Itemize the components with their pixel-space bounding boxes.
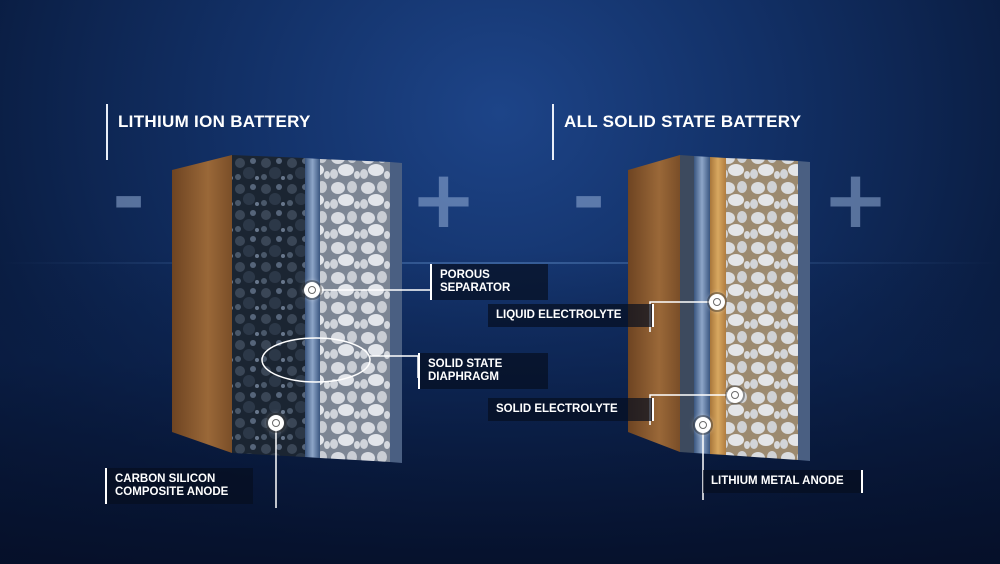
solid-electrolyte-label: SOLID ELECTROLYTE — [488, 398, 654, 421]
lithium-anode-marker — [695, 417, 711, 433]
diaphragm-highlight-ellipse — [261, 337, 371, 383]
left-casing-side — [172, 155, 232, 453]
minus-sign-left: - — [112, 151, 146, 244]
solid-state-battery-title: ALL SOLID STATE BATTERY — [552, 104, 801, 160]
horizon-line — [0, 262, 1000, 264]
left-anode-layer — [232, 155, 305, 457]
plus-sign-right: + — [822, 153, 890, 246]
porous-separator-marker — [304, 282, 320, 298]
left-separator-layer — [305, 158, 320, 458]
lithium-metal-anode-label: LITHIUM METAL ANODE — [703, 470, 863, 493]
lithium-ion-battery-title: LITHIUM ION BATTERY — [106, 104, 311, 160]
liquid-electrolyte-label: LIQUID ELECTROLYTE — [488, 304, 654, 327]
plus-sign-left: + — [410, 153, 478, 246]
solid-electrolyte-marker — [727, 387, 743, 403]
right-cathode-layer — [726, 158, 798, 460]
solid-state-diaphragm-label: SOLID STATE DIAPHRAGM — [418, 353, 548, 389]
right-electrolyte-layer — [694, 156, 710, 454]
right-current-collector — [798, 161, 810, 461]
minus-sign-right: - — [572, 151, 606, 244]
left-cathode-layer — [320, 159, 390, 462]
carbon-silicon-anode-label: CARBON SILICON COMPOSITE ANODE — [105, 468, 253, 504]
left-current-collector — [390, 162, 402, 463]
lithium-ion-battery-cell — [172, 155, 402, 463]
carbon-anode-marker — [268, 415, 284, 431]
porous-separator-label: POROUS SEPARATOR — [430, 264, 548, 300]
right-lithium-layer — [680, 155, 694, 453]
right-casing-side — [628, 155, 680, 452]
liquid-electrolyte-marker — [709, 294, 725, 310]
